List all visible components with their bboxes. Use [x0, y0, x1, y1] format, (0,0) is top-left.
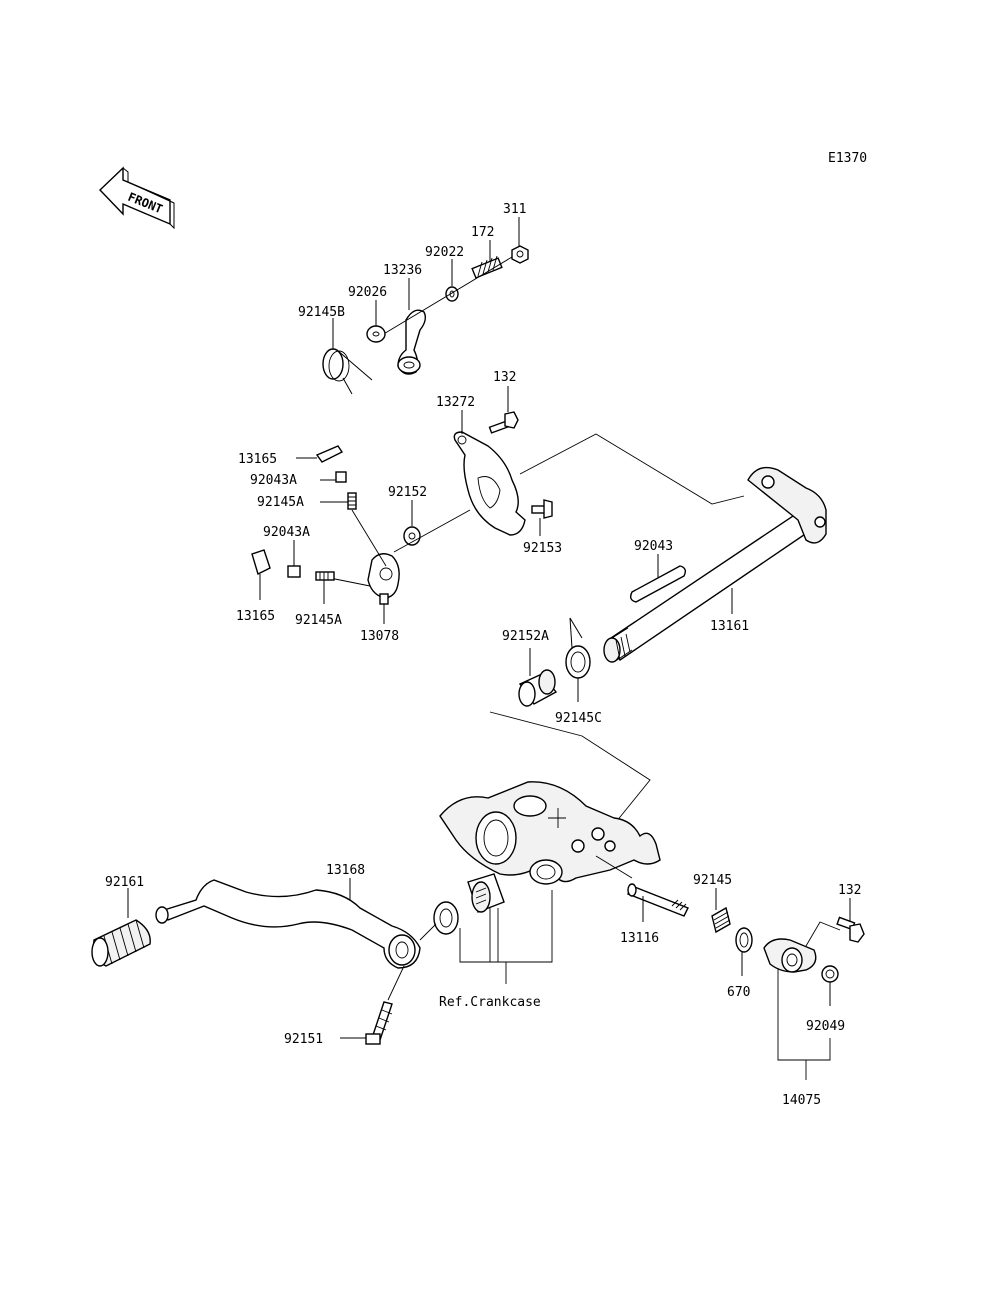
bolt-92153 — [531, 499, 553, 536]
crankcase-section — [439, 781, 661, 885]
bearing — [467, 873, 505, 913]
stud-172 — [471, 240, 503, 279]
axis-line-middle — [351, 509, 387, 567]
pin-13165-upper — [296, 445, 344, 463]
label-670: 670 — [727, 985, 750, 1000]
ref-crankcase-bracket — [459, 890, 553, 984]
ref-line-pedal-seal — [419, 923, 437, 941]
washer-92152 — [403, 500, 421, 546]
spring-92145C — [565, 617, 591, 702]
washer-92026 — [366, 300, 386, 343]
spring-92145B — [322, 318, 373, 395]
diagram-code: E1370 — [828, 151, 867, 166]
circlip-670 — [735, 927, 753, 976]
label-13165-upper: 13165 — [238, 452, 277, 467]
shift-shaft-13161 — [603, 466, 827, 663]
ref-line-crankcase-shaft — [595, 855, 633, 879]
label-92145B: 92145B — [298, 305, 345, 320]
label-92161: 92161 — [105, 875, 144, 890]
label-13116: 13116 — [620, 931, 659, 946]
label-92145A-lower: 92145A — [295, 613, 342, 628]
label-92049: 92049 — [806, 1019, 845, 1034]
bolt-132-lower — [836, 898, 865, 943]
bracket-14075 — [777, 968, 831, 1080]
plate-13272 — [453, 410, 526, 536]
ref-crankcase-label: Ref.Crankcase — [439, 995, 541, 1010]
label-132-lower: 132 — [838, 883, 861, 898]
pin-92043 — [629, 554, 687, 603]
axis-line-middle-2 — [393, 509, 471, 553]
label-92043A-upper: 92043A — [250, 473, 297, 488]
label-13165-lower: 13165 — [236, 609, 275, 624]
arm-14075 — [763, 921, 841, 973]
label-13161: 13161 — [710, 619, 749, 634]
rubber-92161 — [91, 888, 151, 967]
label-92153: 92153 — [523, 541, 562, 556]
seal-92049 — [821, 965, 839, 1006]
nut-311 — [511, 217, 529, 264]
label-92043A-lower: 92043A — [263, 525, 310, 540]
label-92152: 92152 — [388, 485, 427, 500]
axis-line-upper — [381, 256, 513, 336]
spring-92145A-lower — [315, 571, 335, 604]
label-132-upper: 132 — [493, 370, 516, 385]
ref-line-plate-shaft — [519, 433, 745, 505]
label-172: 172 — [471, 225, 494, 240]
pin-92043A-lower — [287, 540, 301, 578]
label-92145: 92145 — [693, 873, 732, 888]
label-92043: 92043 — [634, 539, 673, 554]
label-92145A-upper: 92145A — [257, 495, 304, 510]
label-14075: 14075 — [782, 1093, 821, 1108]
ref-line-bush-crankcase — [489, 711, 651, 823]
label-92151: 92151 — [284, 1032, 323, 1047]
label-13272: 13272 — [436, 395, 475, 410]
pin-92043A-upper — [320, 471, 347, 483]
spring-92145 — [711, 888, 731, 934]
bolt-92151 — [340, 965, 405, 1045]
label-13168: 13168 — [326, 863, 365, 878]
pin-13165-lower — [251, 549, 271, 600]
spring-92145A-upper — [320, 492, 357, 510]
label-92145C: 92145C — [555, 711, 602, 726]
washer-92022 — [445, 259, 459, 302]
label-92026: 92026 — [348, 285, 387, 300]
lever-13236 — [397, 278, 427, 375]
label-13236: 13236 — [383, 263, 422, 278]
axis-line-lower-pawl — [329, 577, 371, 587]
front-arrow-icon: FRONT — [99, 166, 175, 230]
label-311: 311 — [503, 202, 526, 217]
oil-seal — [433, 901, 459, 935]
label-13078: 13078 — [360, 629, 399, 644]
label-92022: 92022 — [425, 245, 464, 260]
ratchet-13078 — [367, 553, 400, 624]
label-92152A: 92152A — [502, 629, 549, 644]
bolt-132-upper — [488, 386, 519, 434]
bush-92152A — [518, 648, 558, 707]
shaft-13116 — [627, 883, 689, 922]
shift-pedal-13168 — [155, 878, 421, 969]
